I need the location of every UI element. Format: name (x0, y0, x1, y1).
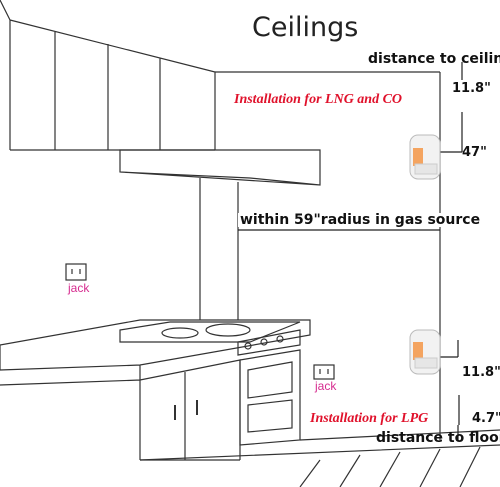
radius-note: within 59"radius in gas source (238, 212, 483, 228)
range-hood (119, 149, 321, 186)
detector-bottom (409, 329, 441, 375)
top-detector-measure: 47" (462, 145, 487, 160)
jack-label-left: jack (68, 281, 90, 295)
knob-panel (237, 329, 301, 356)
lower-cabinets (139, 359, 241, 461)
jack-label-right: jack (315, 379, 337, 393)
cooktop (119, 321, 301, 343)
distance-to-floor-label: distance to floor (376, 430, 500, 446)
lpg-install-label: Installation for LPG (310, 411, 429, 426)
upper-cabinets (0, 0, 216, 151)
oven (239, 349, 301, 446)
bottom-floor-measure: 4.7" (472, 411, 500, 426)
page-title: Ceilings (252, 12, 359, 43)
wall-socket-right (313, 364, 335, 380)
top-ceiling-measure: 11.8" (452, 81, 491, 96)
countertop (0, 319, 311, 460)
wall-socket-left (65, 263, 87, 281)
burner-right (205, 323, 251, 337)
lng-co-install-label: Installation for LNG and CO (234, 92, 403, 107)
detector-top (409, 134, 441, 180)
hood-chimney (199, 178, 239, 320)
bottom-detector-measure: 11.8" (462, 365, 500, 380)
burner-left (161, 327, 199, 339)
floor-lines (139, 429, 500, 487)
distance-to-ceiling-label: distance to ceiling (368, 51, 500, 67)
